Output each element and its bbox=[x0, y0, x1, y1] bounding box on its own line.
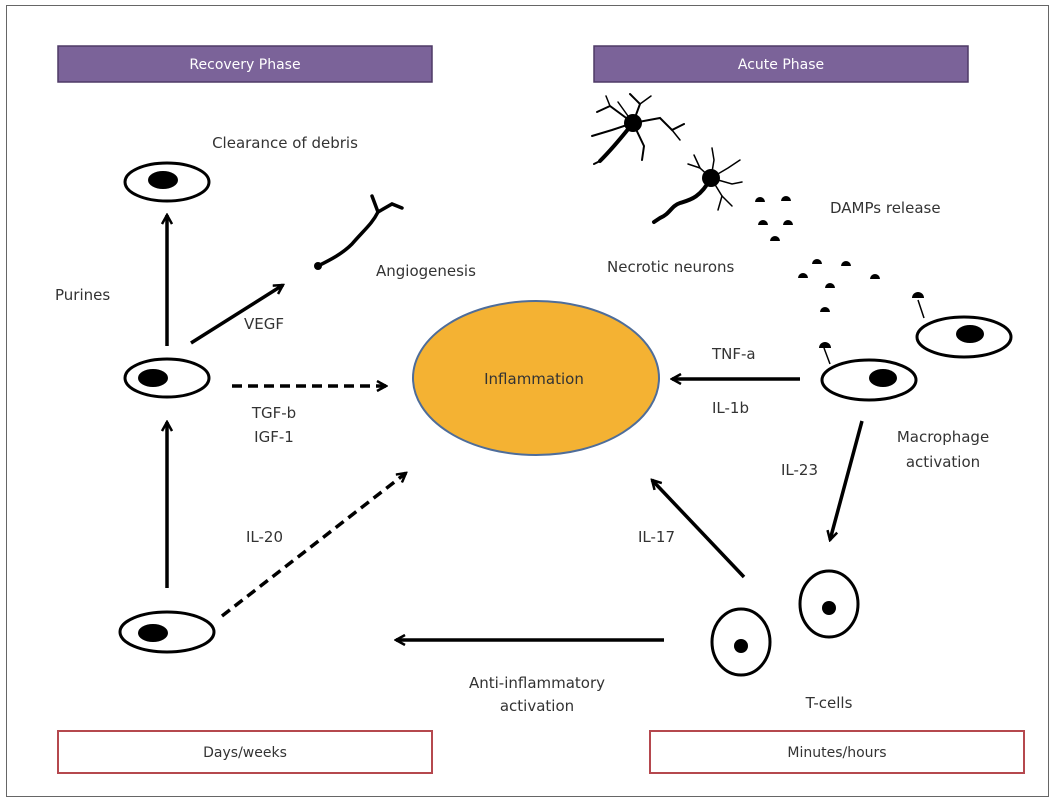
label-tgfb: TGF-b bbox=[251, 404, 296, 422]
acute-phase-header: Acute Phase bbox=[593, 45, 969, 83]
arrow-il20-dashed bbox=[220, 473, 406, 618]
label-clearance: Clearance of debris bbox=[212, 134, 358, 152]
svg-text:Acute Phase: Acute Phase bbox=[738, 57, 824, 73]
minutes-hours-box: Minutes/hours bbox=[649, 730, 1025, 774]
label-anti-inflammatory-activation: activation bbox=[500, 697, 574, 715]
label-il17: IL-17 bbox=[638, 528, 675, 546]
recovery-phase-header: Recovery Phase bbox=[57, 45, 433, 83]
label-damps: DAMPs release bbox=[830, 199, 941, 217]
label-il20: IL-20 bbox=[246, 528, 283, 546]
label-angiogenesis: Angiogenesis bbox=[376, 262, 476, 280]
label-purines: Purines bbox=[55, 286, 110, 304]
label-macrophage: Macrophage bbox=[897, 428, 989, 446]
blood-vessel bbox=[314, 194, 404, 270]
macrophage-upper bbox=[912, 292, 1013, 359]
label-anti-inflammatory: Anti-inflammatory bbox=[469, 674, 605, 692]
svg-text:Minutes/hours: Minutes/hours bbox=[787, 745, 886, 761]
label-necrotic-neurons: Necrotic neurons bbox=[607, 258, 735, 276]
damp-particles bbox=[755, 196, 880, 312]
label-il1b: IL-1b bbox=[712, 399, 749, 417]
inflammation-node: Inflammation bbox=[412, 300, 660, 456]
arrow-il17 bbox=[652, 480, 746, 579]
cell-bottom-left bbox=[118, 610, 216, 654]
arrow-il23 bbox=[830, 420, 864, 540]
svg-text:Days/weeks: Days/weeks bbox=[203, 745, 287, 761]
label-igf1: IGF-1 bbox=[254, 428, 294, 446]
macrophage-lower bbox=[819, 342, 918, 402]
label-vegf: VEGF bbox=[244, 315, 284, 333]
neuron-lower bbox=[652, 147, 743, 224]
neuron-upper bbox=[591, 93, 685, 165]
label-il23: IL-23 bbox=[781, 461, 818, 479]
label-macrophage-activation: activation bbox=[906, 453, 980, 471]
label-t-cells: T-cells bbox=[805, 694, 853, 712]
days-weeks-box: Days/weeks bbox=[57, 730, 433, 774]
svg-text:Inflammation: Inflammation bbox=[484, 370, 584, 388]
t-cell-left bbox=[710, 607, 772, 677]
arrow-vegf bbox=[190, 283, 283, 345]
cell-center-left bbox=[123, 357, 211, 399]
t-cell-right bbox=[798, 569, 860, 639]
cell-clearance bbox=[123, 161, 211, 203]
label-tnfa: TNF-a bbox=[711, 345, 756, 363]
svg-text:Recovery Phase: Recovery Phase bbox=[189, 57, 300, 73]
